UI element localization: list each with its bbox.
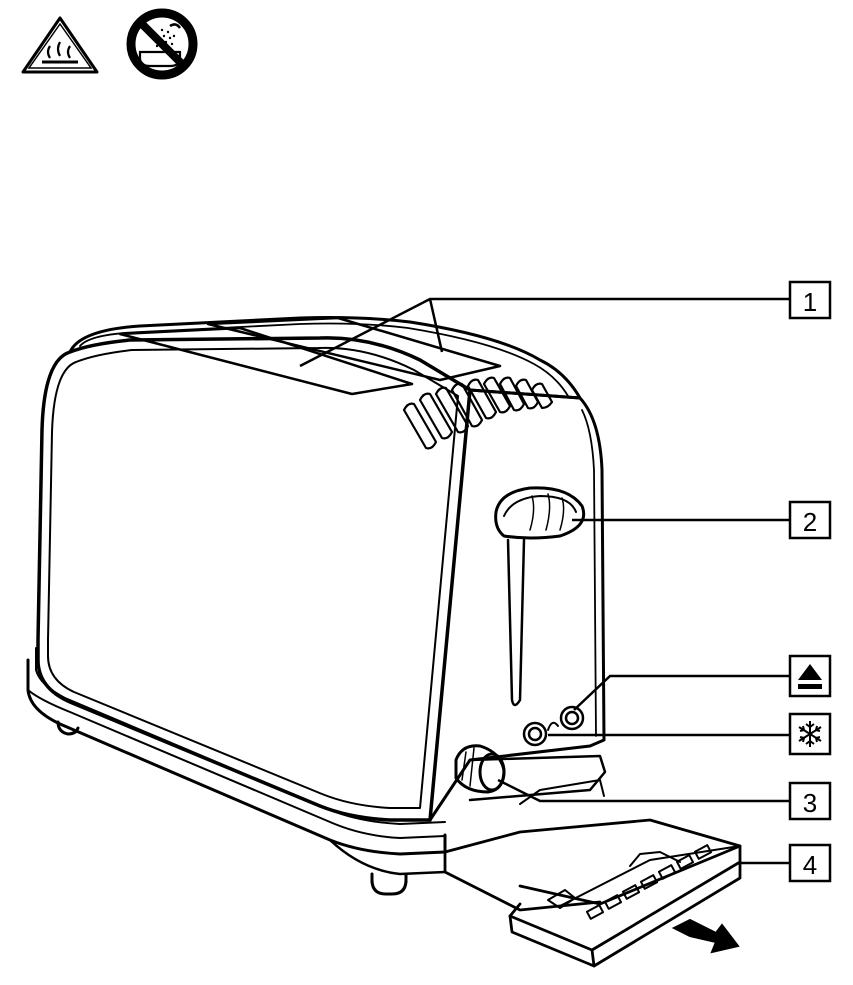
callout-frozen xyxy=(790,714,830,754)
lever-slot xyxy=(508,540,524,705)
toaster-foot-front xyxy=(372,880,406,894)
callout-2-label: 2 xyxy=(803,507,817,537)
callout-3-label: 3 xyxy=(803,788,817,818)
hot-surface-warning-icon xyxy=(23,18,97,72)
callout-1-label: 1 xyxy=(803,287,817,317)
leader-lines xyxy=(300,299,790,863)
toaster-base xyxy=(28,660,445,854)
browning-control-knob xyxy=(456,746,504,792)
frozen-button xyxy=(524,723,546,745)
no-bath-water-icon xyxy=(131,13,193,75)
callout-cancel xyxy=(790,656,830,696)
toaster xyxy=(28,318,740,967)
side-vents xyxy=(404,378,552,449)
callout-3: 3 xyxy=(790,783,830,819)
callout-2: 2 xyxy=(790,502,830,538)
callout-4-label: 4 xyxy=(803,850,817,880)
callout-4: 4 xyxy=(790,845,830,881)
callout-1: 1 xyxy=(790,282,830,318)
cancel-button xyxy=(561,707,583,729)
crumb-tray xyxy=(445,820,740,966)
pull-out-arrow-icon xyxy=(674,920,738,952)
